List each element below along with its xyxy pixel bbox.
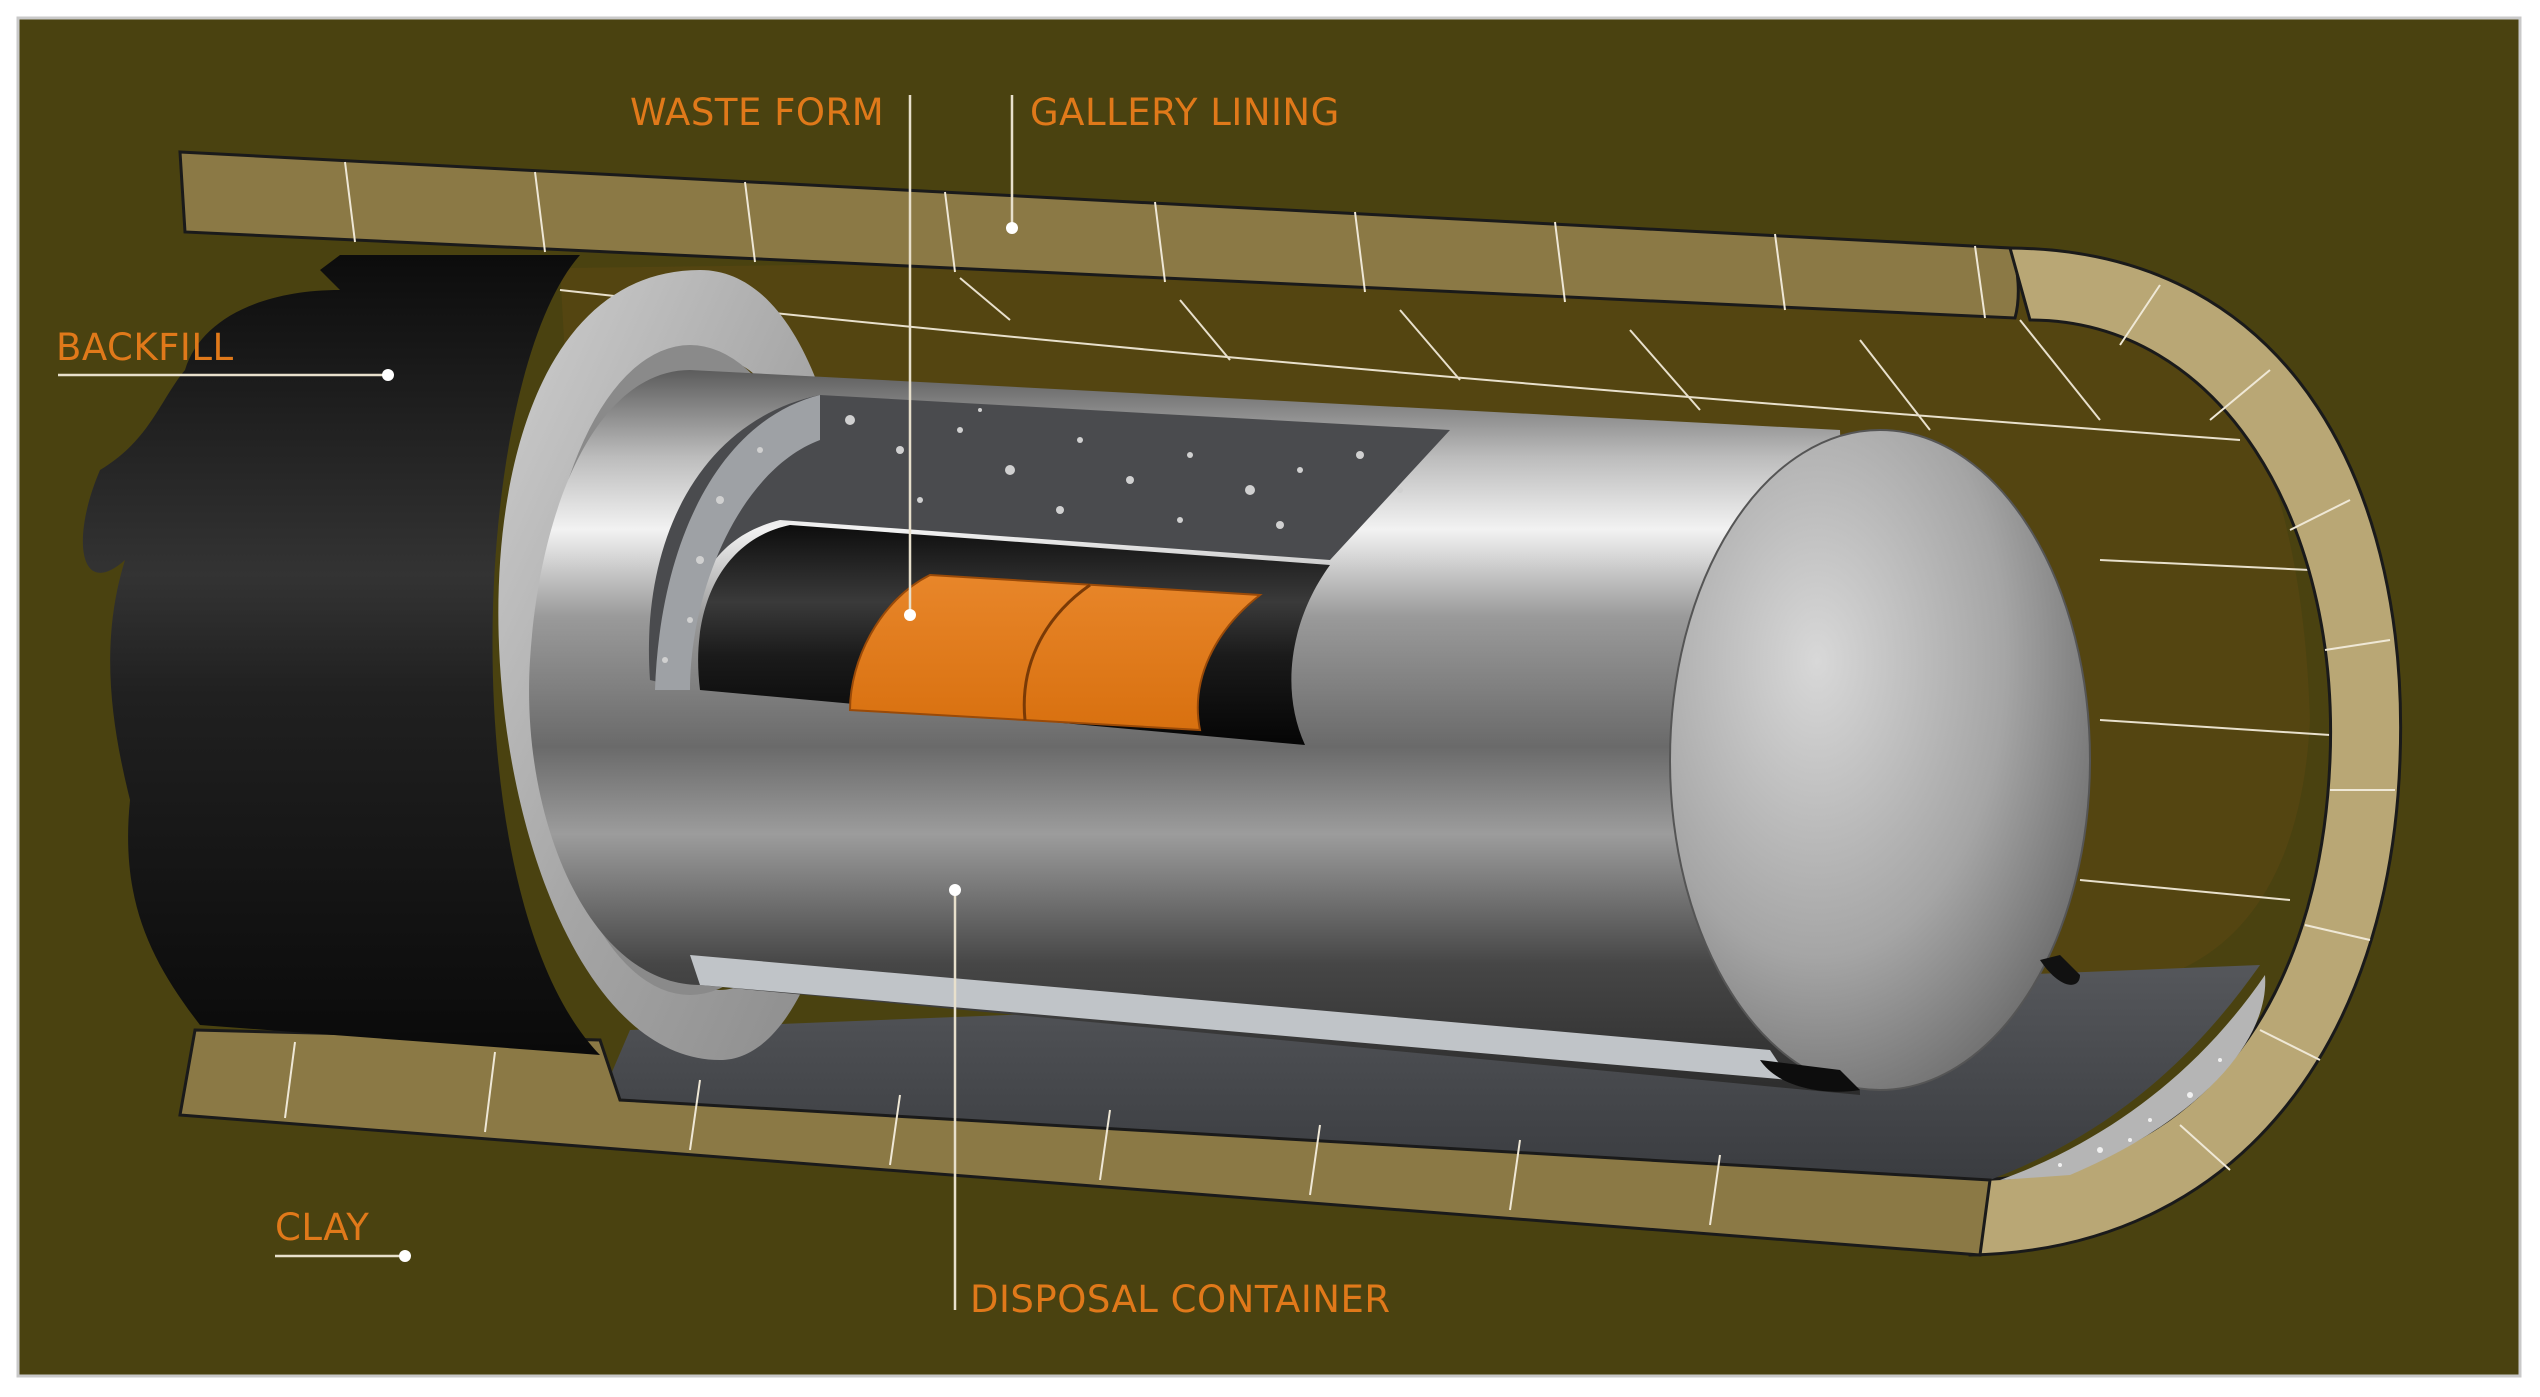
gallery-lining-bottom — [178, 1028, 1992, 1257]
label-clay: CLAY — [275, 1206, 369, 1249]
waste-form-joint — [1022, 583, 1091, 721]
gallery-lining-inner-joints — [559, 277, 2331, 901]
backfill — [82, 255, 601, 1055]
gallery-lining-bottom-joints — [284, 1041, 1721, 1226]
floor-section-wedge — [2000, 975, 2266, 1180]
gallery-lining-top-joints — [344, 161, 1986, 319]
waste-form — [848, 573, 1263, 732]
gallery-lining-end — [1963, 246, 2403, 1257]
container-support-rail — [690, 955, 1790, 1080]
leader-lines — [58, 95, 1014, 1310]
overpack-speckles — [662, 408, 1403, 663]
label-waste-form: WASTE FORM — [630, 91, 884, 134]
label-gallery-lining: GALLERY LINING — [1030, 91, 1340, 134]
gallery-lining-end-joints — [2119, 284, 2395, 1171]
label-backfill: BACKFILL — [56, 326, 234, 369]
label-disposal-container: DISPOSAL CONTAINER — [970, 1278, 1391, 1321]
overpack-cutaway — [648, 395, 1450, 690]
container-end-cap — [1669, 429, 2091, 1091]
leader-dots — [382, 222, 1018, 1262]
